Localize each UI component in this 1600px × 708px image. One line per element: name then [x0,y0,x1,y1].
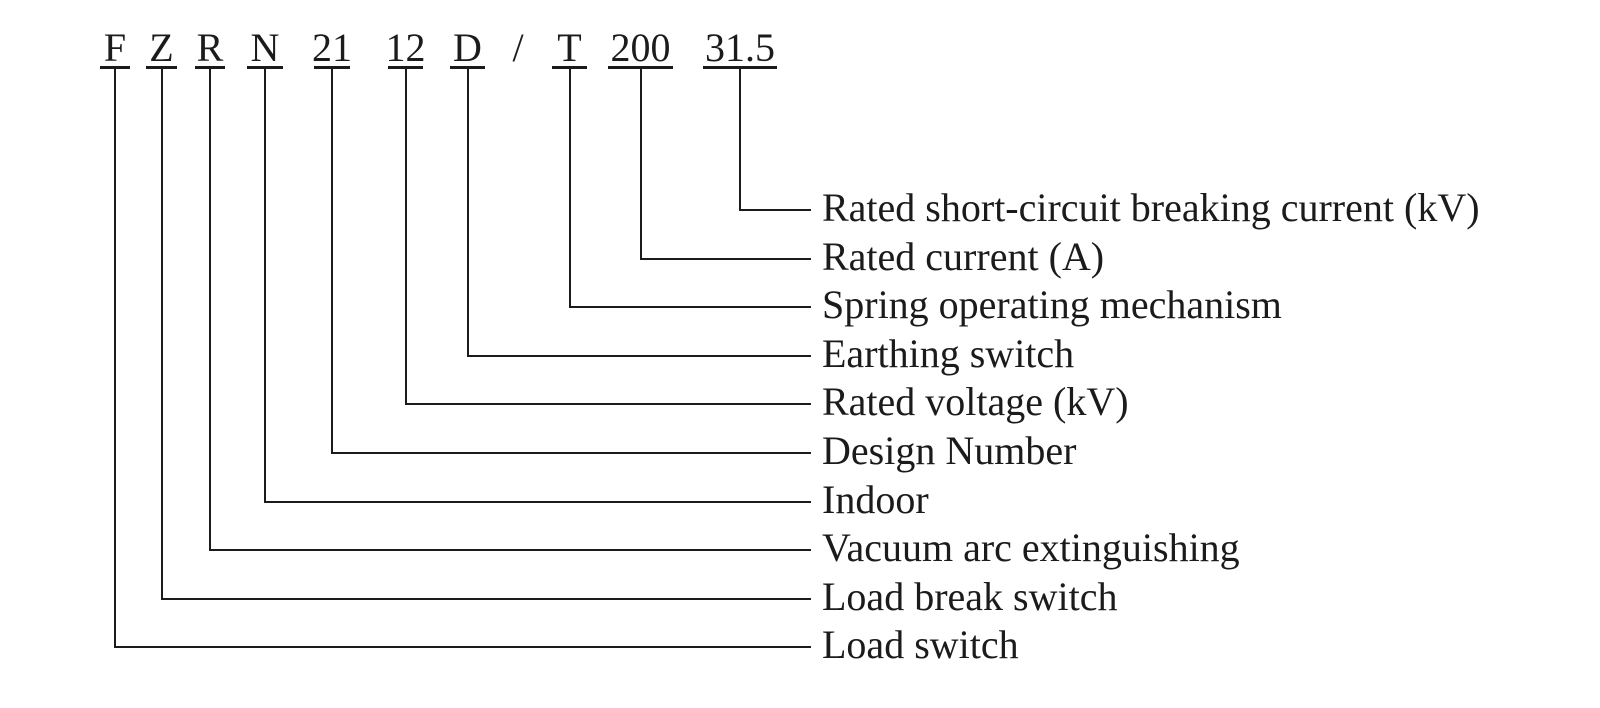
code-label: Earthing switch [822,331,1075,376]
code-part-R: R [196,25,224,70]
connector-vertical [739,69,741,211]
code-separator: / [512,25,524,70]
code-underline [195,66,225,69]
code-part-F: F [103,25,127,70]
connector-horizontal [209,549,811,551]
code-label: Load switch [822,622,1019,667]
connector-horizontal [466,355,811,357]
code-underline [450,66,485,69]
code-label: Rated short-circuit breaking current (kV… [822,185,1480,230]
code-label: Load break switch [822,574,1118,619]
code-underline [703,66,777,69]
connector-vertical [264,69,266,503]
connector-horizontal [331,452,811,454]
connector-horizontal [639,258,811,260]
code-part-N: N [250,25,280,70]
connector-horizontal [568,306,811,308]
code-part-D: D [453,25,482,70]
connector-vertical [331,69,333,454]
connector-vertical [209,69,211,551]
code-part-T: T [557,25,582,70]
code-part-200: 200 [610,25,671,70]
connector-horizontal [739,209,811,211]
code-underline [247,66,283,69]
connector-horizontal [404,403,811,405]
code-underline [388,66,423,69]
code-label: Rated current (A) [822,234,1105,279]
code-part-12: 12 [385,25,426,70]
connector-horizontal [114,646,811,648]
code-underline [552,66,587,69]
connector-vertical [639,69,642,260]
code-label: Vacuum arc extinguishing [822,525,1240,570]
code-underline [146,66,177,69]
code-part-31.5: 31.5 [705,25,775,70]
code-underline [314,66,350,69]
connector-vertical [114,69,116,648]
connector-vertical [404,69,407,405]
code-label: Indoor [822,477,929,522]
code-label: Spring operating mechanism [822,282,1282,327]
code-underline [608,66,673,69]
connector-horizontal [264,501,811,503]
connector-horizontal [160,598,811,600]
code-label: Rated voltage (kV) [822,379,1129,424]
code-label: Design Number [822,428,1077,473]
code-underline [100,66,130,69]
connector-vertical [160,69,163,600]
code-part-21: 21 [312,25,352,70]
connector-vertical [466,69,469,357]
code-part-Z: Z [149,25,174,70]
connector-vertical [568,69,571,308]
